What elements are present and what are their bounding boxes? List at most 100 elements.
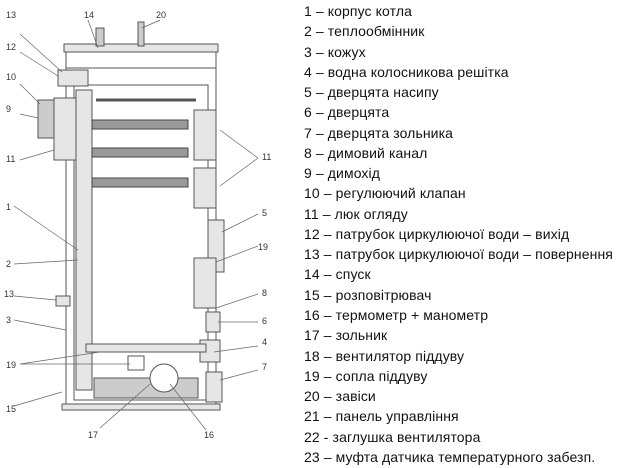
callout-14: 15 bbox=[6, 404, 16, 414]
hinge bbox=[137, 21, 145, 47]
callout-9: 9 bbox=[6, 104, 11, 114]
boiler-section-drawing: 13 14 20 12 10 9 11 1 2 13 3 19 15 17 16… bbox=[4, 10, 271, 440]
callout-17: 16 bbox=[204, 430, 214, 440]
callout-19-right: 19 bbox=[258, 242, 268, 252]
legend-number: 10 bbox=[304, 185, 320, 202]
left-water-jacket bbox=[75, 89, 93, 391]
legend-number: 23 bbox=[304, 448, 320, 465]
legend-text: дверцята зольника bbox=[327, 124, 454, 141]
legend-number: 6 bbox=[304, 104, 312, 121]
callout-11-left: 11 bbox=[6, 154, 15, 164]
legend-separator: – bbox=[323, 448, 332, 465]
legend-text: патрубок циркулюючої води – вихід bbox=[335, 225, 570, 242]
legend-item: 16 – термометр + манометр bbox=[304, 305, 644, 325]
legend-item: 14 – спуск bbox=[304, 264, 644, 284]
legend-number: 18 bbox=[304, 347, 320, 364]
legend-text: димохід bbox=[327, 165, 381, 182]
callout-5: 5 bbox=[262, 208, 267, 218]
legend-item: 21 – панель управління bbox=[304, 406, 644, 426]
top-box bbox=[57, 69, 89, 87]
legend-separator: – bbox=[323, 306, 332, 323]
callout-2: 2 bbox=[6, 259, 11, 269]
legend-text: розповітрювач bbox=[335, 286, 432, 303]
legend-number: 13 bbox=[304, 246, 320, 263]
legend-separator: – bbox=[315, 165, 324, 182]
legend-number: 11 bbox=[304, 205, 319, 222]
legend-number: 16 bbox=[304, 306, 320, 323]
legend-item: 11 – люк огляду bbox=[304, 204, 644, 224]
legend-separator: – bbox=[323, 246, 332, 263]
legend-number: 22 bbox=[304, 428, 320, 445]
legend-text: корпус котла bbox=[327, 3, 412, 19]
callout-16: 14 bbox=[84, 10, 94, 20]
legend-separator: – bbox=[315, 23, 324, 40]
legend-item: 19 – сопла піддуву bbox=[304, 366, 644, 386]
legend-item: 13 – патрубок циркулюючої води – поверне… bbox=[304, 244, 644, 264]
callout-10: 10 bbox=[6, 72, 16, 82]
legend-item: 12 – патрубок циркулюючої води – вихід bbox=[304, 224, 644, 244]
legend-text: теплообмінник bbox=[327, 23, 425, 40]
legend-separator: – bbox=[323, 408, 332, 425]
callout-1: 1 bbox=[6, 202, 11, 212]
legend-number: 20 bbox=[304, 388, 320, 405]
legend-item: 10 – регулюючий клапан bbox=[304, 183, 644, 203]
legend-separator: - bbox=[323, 428, 329, 445]
legend-text: кожух bbox=[327, 43, 366, 60]
callout-7: 7 bbox=[262, 362, 267, 372]
callout-11-right: 11 bbox=[262, 152, 271, 162]
ash-pan bbox=[93, 377, 199, 399]
legend-separator: – bbox=[323, 286, 332, 303]
legend-separator: – bbox=[315, 3, 324, 19]
legend-text: регулюючий клапан bbox=[335, 185, 466, 202]
legend-separator: – bbox=[322, 205, 331, 222]
legend-number: 9 bbox=[304, 165, 312, 182]
legend-text: завіси bbox=[335, 388, 376, 405]
legend-item: 1 – корпус котла bbox=[304, 1, 644, 21]
legend-text: люк огляду bbox=[334, 205, 408, 222]
legend-item: 2 – теплообмінник bbox=[304, 21, 644, 41]
legend-item: 22 - заглушка вентилятора bbox=[304, 427, 644, 447]
legend-text: дверцята bbox=[327, 104, 390, 121]
heat-exchanger bbox=[91, 119, 189, 188]
legend-text: водна колосникова решітка bbox=[327, 63, 509, 80]
legend-item: 3 – кожух bbox=[304, 42, 644, 62]
callout-18: 17 bbox=[88, 430, 98, 440]
legend-text: патрубок циркулюючої води – повернення bbox=[335, 246, 613, 263]
callout-3: 3 bbox=[6, 315, 11, 325]
legend-text: вентилятор піддуву bbox=[335, 347, 465, 364]
thermometer bbox=[95, 27, 105, 47]
legend-item: 6 – дверцята bbox=[304, 102, 644, 122]
legend-text: сопла піддуву bbox=[335, 367, 428, 384]
legend-separator: – bbox=[323, 367, 332, 384]
legend-separator: – bbox=[315, 124, 324, 141]
blower-fan bbox=[127, 355, 145, 371]
legend-item: 20 – завіси bbox=[304, 386, 644, 406]
legend-item: 5 – дверцята насипу bbox=[304, 82, 644, 102]
legend-text: заглушка вентилятора bbox=[332, 428, 481, 445]
legend-number: 17 bbox=[304, 327, 320, 344]
legend-separator: – bbox=[323, 266, 332, 283]
legend-separator: – bbox=[323, 225, 332, 242]
legend-number: 1 bbox=[304, 3, 312, 19]
legend-number: 4 bbox=[304, 63, 312, 80]
legend-item: 23 – муфта датчика температурного забезп… bbox=[304, 447, 644, 467]
legend-number: 3 bbox=[304, 43, 312, 60]
legend-text: зольник bbox=[335, 327, 388, 344]
legend-text: термометр + манометр bbox=[335, 306, 489, 323]
callout-4: 4 bbox=[262, 337, 267, 347]
legend-separator: – bbox=[315, 43, 324, 60]
callout-6: 6 bbox=[262, 316, 267, 326]
legend-number: 14 bbox=[304, 266, 320, 283]
legend-number: 21 bbox=[304, 408, 320, 425]
legend-number: 2 bbox=[304, 23, 312, 40]
legend-number: 7 bbox=[304, 124, 312, 141]
callout-19-left: 19 bbox=[6, 360, 16, 370]
legend-separator: – bbox=[323, 347, 332, 364]
legend-item: 15 – розповітрювач bbox=[304, 285, 644, 305]
legend-separator: – bbox=[323, 185, 332, 202]
legend-item: 7 – дверцята зольника bbox=[304, 123, 644, 143]
base bbox=[61, 403, 221, 411]
regulating-damper bbox=[37, 99, 55, 139]
legend-text: димовий канал bbox=[327, 144, 428, 161]
